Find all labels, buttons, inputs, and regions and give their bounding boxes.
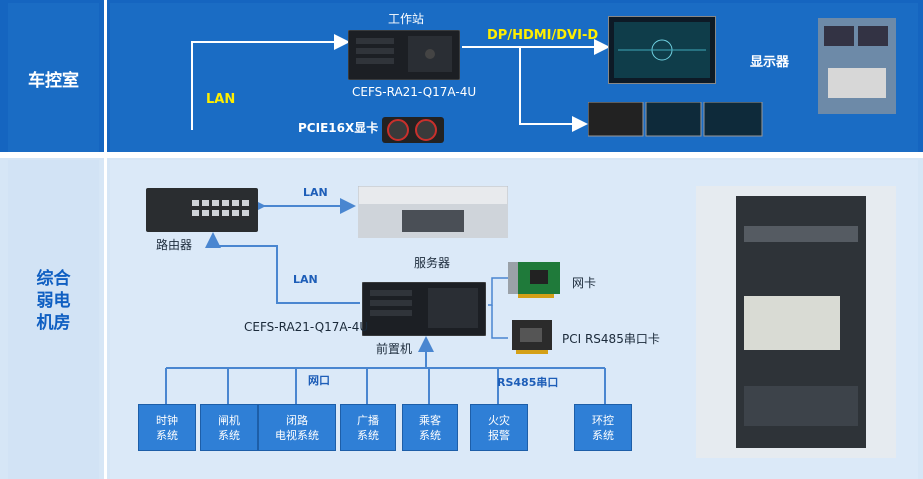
router-icon bbox=[146, 188, 258, 232]
system-box-cctv: 闭路 电视系统 bbox=[258, 404, 336, 451]
weak-current-room-side-panel bbox=[8, 160, 99, 479]
system-box-environment: 环控 系统 bbox=[574, 404, 632, 451]
horizontal-divider bbox=[0, 152, 923, 158]
gpu-card-icon bbox=[382, 117, 444, 143]
system-box-clock: 时钟 系统 bbox=[138, 404, 196, 451]
main-display-icon bbox=[608, 16, 716, 84]
system-box-broadcast: 广播 系统 bbox=[340, 404, 396, 451]
cabinet-photo bbox=[696, 186, 896, 458]
workstation-chassis-icon bbox=[348, 30, 460, 80]
monitor-wall-icon bbox=[588, 102, 763, 137]
gpu-label: PCIE16X显卡 bbox=[298, 121, 379, 135]
system-box-gate: 闸机 系统 bbox=[200, 404, 258, 451]
server-icon bbox=[358, 186, 508, 238]
nic-label: 网卡 bbox=[572, 276, 597, 290]
frontend-model: CEFS-RA21-Q17A-4U bbox=[244, 320, 369, 334]
router-label: 路由器 bbox=[156, 238, 193, 252]
control-room-main-panel bbox=[110, 3, 918, 152]
system-gate-label: 闸机 系统 bbox=[218, 413, 240, 442]
frontend-lan-label: LAN bbox=[293, 273, 318, 286]
rs485-label: RS485串口 bbox=[497, 376, 559, 389]
serial-card-icon bbox=[512, 320, 552, 354]
system-box-fire-alarm: 火灾 报警 bbox=[470, 404, 528, 451]
system-fire-alarm-label: 火灾 报警 bbox=[488, 413, 510, 442]
workstation-label: 工作站 bbox=[388, 12, 425, 26]
nic-card-icon bbox=[508, 262, 560, 298]
system-environment-label: 环控 系统 bbox=[592, 413, 614, 442]
workstation-model: CEFS-RA21-Q17A-4U bbox=[352, 85, 477, 99]
top-lan-label: LAN bbox=[206, 92, 236, 107]
system-clock-label: 时钟 系统 bbox=[156, 413, 178, 442]
server-label: 服务器 bbox=[414, 256, 451, 270]
frontend-chassis-icon bbox=[362, 282, 486, 336]
display-label: 显示器 bbox=[750, 55, 790, 70]
control-room-label: 车控室 bbox=[28, 71, 79, 91]
system-cctv-label: 闭路 电视系统 bbox=[275, 413, 319, 442]
control-room-photo bbox=[818, 18, 896, 114]
frontend-label: 前置机 bbox=[376, 342, 413, 356]
system-passenger-label: 乘客 系统 bbox=[419, 413, 441, 442]
vertical-divider bbox=[104, 0, 107, 479]
system-box-passenger: 乘客 系统 bbox=[402, 404, 458, 451]
network-port-label: 网口 bbox=[308, 374, 330, 387]
router-server-lan-label: LAN bbox=[303, 186, 328, 199]
system-broadcast-label: 广播 系统 bbox=[357, 413, 379, 442]
serial-card-label: PCI RS485串口卡 bbox=[562, 332, 660, 346]
video-output-label: DP/HDMI/DVI-D bbox=[487, 28, 599, 43]
weak-current-room-label: 综合 弱电 机房 bbox=[36, 269, 71, 333]
control-room-side-panel bbox=[8, 3, 99, 152]
